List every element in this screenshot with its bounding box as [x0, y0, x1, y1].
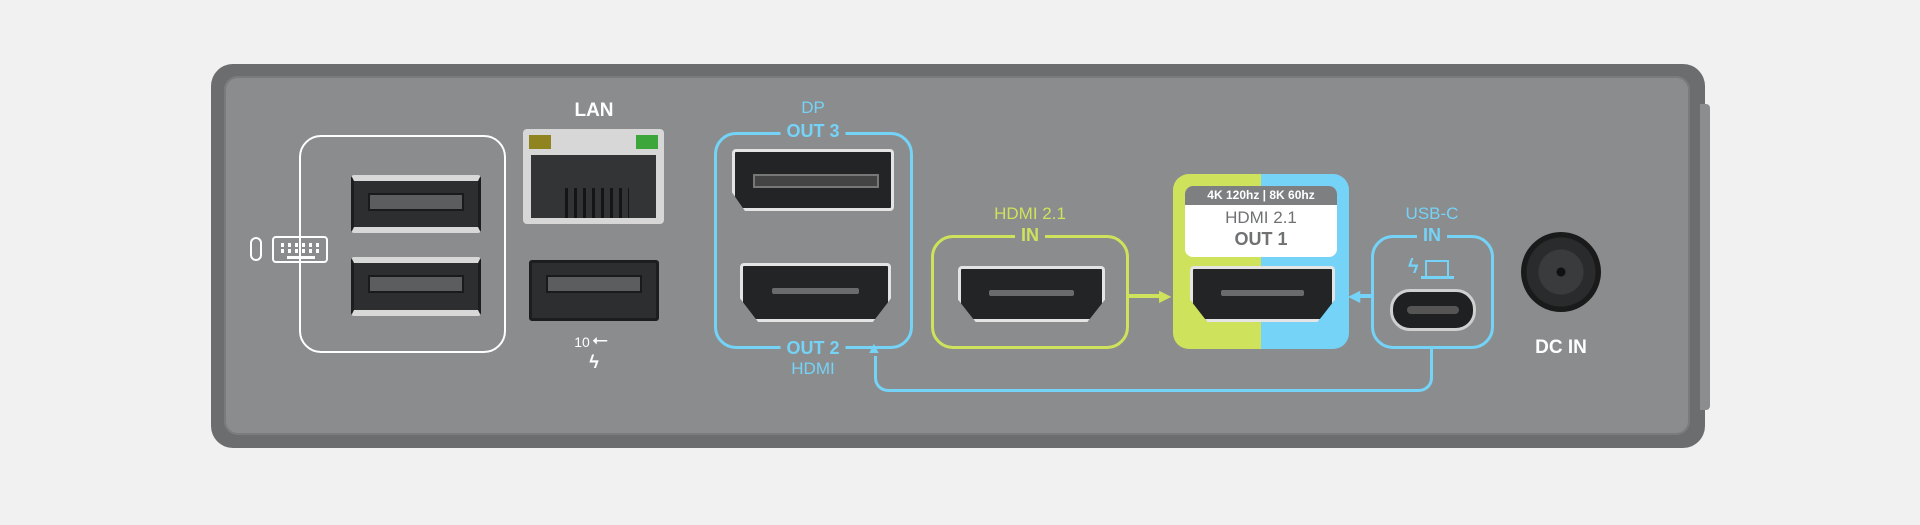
usbc-title: USB-C [1405, 204, 1459, 223]
hdmi-label: HDMI [791, 359, 835, 378]
lan-label: LAN [574, 100, 614, 121]
usb-hid-group-outline [299, 135, 506, 353]
arrow-up-icon: ▲ [866, 340, 882, 357]
usb-a-10gbps-port[interactable] [529, 260, 659, 321]
hdmi-in-label: IN [1015, 225, 1045, 246]
usb-a-port-1[interactable] [351, 175, 481, 233]
usbc-in-label: IN [1417, 225, 1447, 246]
keyboard-icon [272, 236, 328, 263]
ethernet-port[interactable] [523, 129, 664, 224]
arrow-blue [1359, 294, 1373, 298]
displayport-out3[interactable] [732, 149, 894, 211]
laptop-icon-base [1421, 276, 1454, 279]
out1-spec: 4K 120hz | 8K 60hz [1185, 186, 1337, 205]
usb-a-port-2[interactable] [351, 257, 481, 316]
dc-in-label: DC IN [1535, 337, 1587, 358]
route-line-usbc-to-out2 [874, 356, 1433, 392]
mouse-icon [250, 237, 262, 261]
out3-label: OUT 3 [780, 121, 846, 142]
arrow-right-icon: ▶ [1159, 288, 1172, 305]
lightning-icon: ϟ [589, 352, 599, 372]
dc-power-jack[interactable] [1521, 232, 1601, 312]
lightning-icon: ϟ [1408, 256, 1419, 278]
hdmi-out2-port[interactable] [740, 263, 891, 322]
laptop-icon [1425, 260, 1449, 276]
dock-side-edge [1700, 104, 1710, 410]
usb-icon: ⭠ [592, 329, 608, 351]
usb-speed-label: 10 [574, 334, 590, 350]
dp-label: DP [801, 98, 825, 117]
hdmi-in-port[interactable] [958, 266, 1105, 322]
out1-label: OUT 1 [1234, 229, 1288, 249]
arrow-left-icon: ◀ [1348, 288, 1361, 305]
led-green [636, 135, 658, 149]
led-amber [529, 135, 551, 149]
out1-label-card: 4K 120hz | 8K 60hz HDMI 2.1 OUT 1 [1185, 186, 1337, 257]
out1-title: HDMI 2.1 [1225, 208, 1297, 227]
out2-label: OUT 2 [780, 338, 846, 359]
hdmi-in-title: HDMI 2.1 [994, 204, 1066, 223]
usb-c-port[interactable] [1390, 289, 1476, 331]
hdmi-out1-port[interactable] [1190, 266, 1335, 322]
arrow-green [1129, 294, 1163, 298]
